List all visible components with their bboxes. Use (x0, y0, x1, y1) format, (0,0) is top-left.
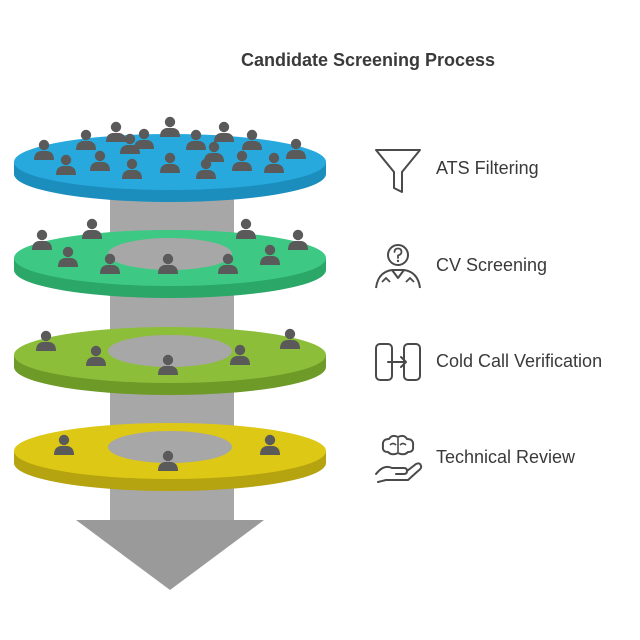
stage-disc-cold-call-verification (14, 327, 326, 395)
down-arrow (76, 520, 264, 590)
stage-label-cv-screening: CV Screening (436, 255, 548, 275)
stage-label-technical-review: Technical Review (436, 447, 576, 467)
stage-label-ats-filtering: ATS Filtering (436, 158, 539, 178)
funnel-icon (375, 149, 421, 193)
phone-call-transfer-icon (375, 343, 421, 381)
diagram-title: Candidate Screening Process (240, 50, 496, 70)
stage-disc-ats-filtering (14, 116, 326, 202)
person-question-icon (375, 244, 421, 289)
brain-in-hand-icon (375, 434, 423, 483)
stage-label-cold-call-verification: Cold Call Verification (436, 351, 603, 371)
stage-disc-cv-screening (14, 218, 326, 298)
stage-disc-technical-review (14, 423, 326, 491)
